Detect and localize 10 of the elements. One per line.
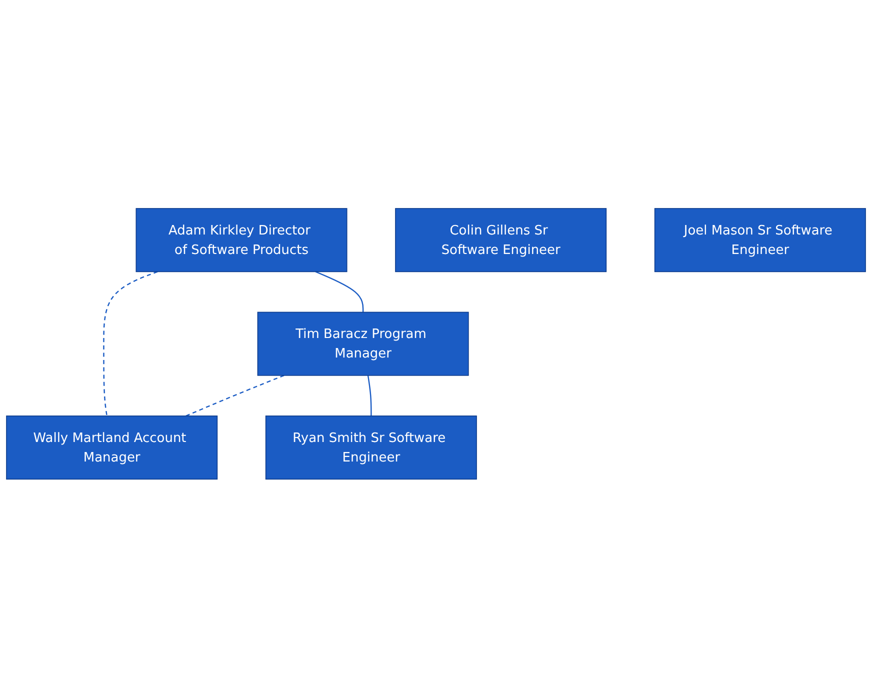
node-box: Wally Martland Account Manager xyxy=(6,415,218,480)
connector xyxy=(186,374,284,416)
node-box: Adam Kirkley Director of Software Products xyxy=(136,208,348,272)
connector xyxy=(367,375,372,416)
connector xyxy=(315,270,364,312)
node-box: Ryan Smith Sr Software Engineer xyxy=(265,415,477,480)
node-box: Joel Mason Sr Software Engineer xyxy=(654,208,866,272)
node-box: Tim Baracz Program Manager xyxy=(257,311,469,376)
connector xyxy=(103,270,158,416)
node-box: Colin Gillens Sr Software Engineer xyxy=(395,208,607,272)
